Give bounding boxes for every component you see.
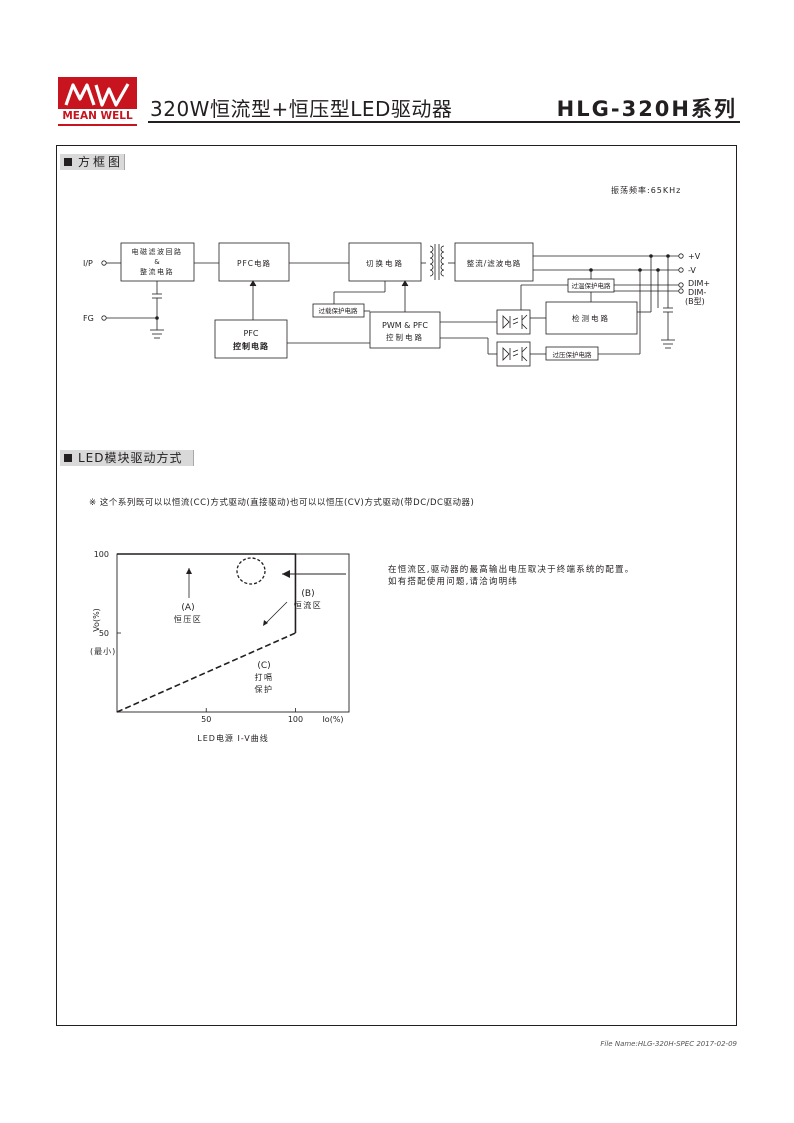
section-header-led-drive: LED模块驱动方式 xyxy=(60,450,194,466)
region-b-arrowhead xyxy=(263,620,268,626)
region-a-label: (A) xyxy=(181,603,194,613)
output-label-dim-plus: DIM+ xyxy=(688,279,710,288)
header-rule xyxy=(148,121,740,123)
document-title: 320W恒流型+恒压型LED驱动器 xyxy=(150,97,453,121)
output-label-b-type: (B型) xyxy=(685,297,705,306)
plot-area xyxy=(116,553,350,713)
x-axis-label: Io(%) xyxy=(322,715,343,724)
series-line-solid xyxy=(117,553,297,633)
block-pwm-pfc-line2: 控制电路 xyxy=(386,332,424,342)
region-c-desc-line1: 打嗝 xyxy=(255,672,274,682)
chart-title: LED电源 I-V曲线 xyxy=(197,733,268,743)
block-rectifier-filter: 整流/滤波电路 xyxy=(467,258,522,268)
block-emi-line3: 整流电路 xyxy=(140,267,174,276)
note-mark: ※ xyxy=(89,498,97,508)
block-pfc: PFC电路 xyxy=(237,258,271,268)
section-title: 方框图 xyxy=(78,155,124,169)
block-switching: 切换电路 xyxy=(366,258,404,268)
region-c-label: (C) xyxy=(257,661,270,671)
block-emi-line1: 电磁滤波回路 xyxy=(132,247,183,256)
x-tick-label: 100 xyxy=(288,715,303,724)
input-label-ip: I/P xyxy=(83,259,93,268)
cc-note-line2: 如有搭配使用问题,请洽询明纬 xyxy=(388,577,519,587)
block-overload-protection: 过载保护电路 xyxy=(319,306,359,315)
region-b-pointer xyxy=(264,601,288,625)
region-a-desc: 恒压区 xyxy=(174,614,203,624)
series-layer xyxy=(116,553,297,713)
block-pfc-control-line1: PFC xyxy=(243,329,258,338)
cc-note-line1: 在恒流区,驱动器的最高输出电压取决于终端系统的配置。 xyxy=(388,565,635,575)
tick-layer: 50 100 50 100 xyxy=(94,550,303,724)
region-a-arrowhead xyxy=(186,568,192,574)
frequency-note: 振荡频率:65KHz xyxy=(611,185,681,195)
block-overvoltage-protection: 过压保护电路 xyxy=(553,350,593,359)
block-emi-line2: & xyxy=(154,258,160,266)
drive-mode-note: ※ 这个系列既可以以恒流(CC)方式驱动(直接驱动)也可以以恒压(CV)方式驱动… xyxy=(89,496,474,508)
mw-logo-mark xyxy=(64,83,130,107)
y-axis-label: Vo(%) xyxy=(92,608,101,632)
region-c-desc-line2: 保护 xyxy=(255,684,274,694)
region-b-desc: 恒流区 xyxy=(294,600,323,610)
output-label-v-minus: -V xyxy=(688,266,696,275)
content-frame xyxy=(56,145,737,1026)
output-label-dim-minus: DIM- xyxy=(688,288,706,297)
cc-callout-arrowhead xyxy=(282,570,290,578)
y-tick-label: 50 xyxy=(99,629,109,638)
series-title: HLG-320H系列 xyxy=(556,97,737,121)
iv-curve-chart: 50 100 50 100 (A) 恒压区 (B) 恒流区 (C) 打嗝 保护 (最小… xyxy=(90,550,350,743)
y-tick-label: 100 xyxy=(94,550,109,559)
block-pfc-control-line2: 控制电路 xyxy=(233,341,269,351)
file-name-footer: File Name:HLG-320H-SPEC 2017-02-09 xyxy=(600,1040,737,1048)
input-label-fg: FG xyxy=(83,314,94,323)
series-line-dashed xyxy=(116,632,296,713)
output-label-v-plus: +V xyxy=(688,252,701,261)
block-pwm-pfc-line1: PWM & PFC xyxy=(382,321,428,330)
section-marker-icon xyxy=(64,454,72,462)
section-title: LED模块驱动方式 xyxy=(78,451,183,465)
note-text: 这个系列既可以以恒流(CC)方式驱动(直接驱动)也可以以恒压(CV)方式驱动(带… xyxy=(99,498,475,508)
block-detection: 检测电路 xyxy=(572,313,610,323)
mean-well-logo: MEAN WELL xyxy=(58,77,137,126)
x-tick-label: 50 xyxy=(201,715,211,724)
region-b-label: (B) xyxy=(301,589,314,599)
block-diagram: 振荡频率:65KHz I/P FG +V -V DIM+ DIM- (B型) 电… xyxy=(83,185,710,367)
block-overtemp-protection: 过温保护电路 xyxy=(572,281,612,290)
logo-name: MEAN WELL xyxy=(58,109,137,124)
cc-region-highlight xyxy=(236,557,266,585)
section-header-block-diagram: 方框图 xyxy=(60,154,125,170)
y-min-label: (最小) xyxy=(90,647,116,656)
section-marker-icon xyxy=(64,158,72,166)
